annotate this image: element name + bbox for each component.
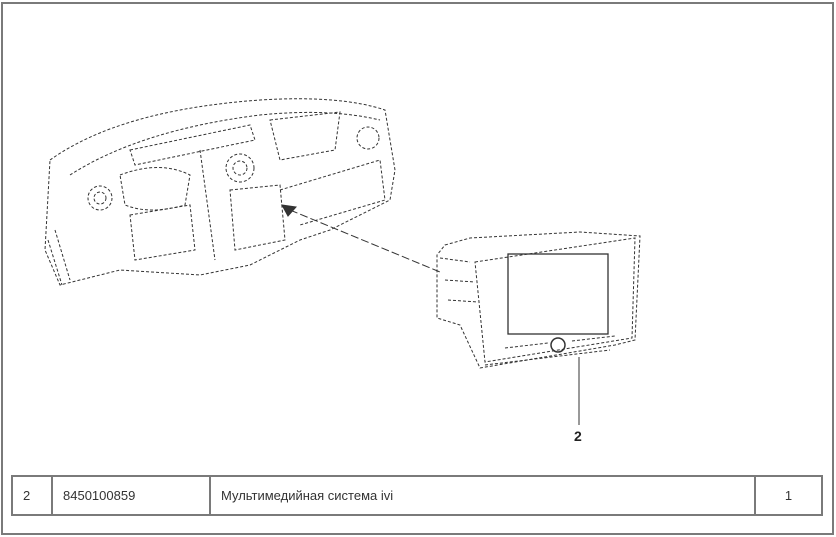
position-cell: 2 <box>11 475 53 516</box>
table-row[interactable]: 2 8450100859 Мультимедийная система ivi … <box>11 475 823 516</box>
parts-table: 2 8450100859 Мультимедийная система ivi … <box>11 475 823 516</box>
multimedia-unit-drawing <box>436 231 641 369</box>
exploded-view-illustration <box>44 98 641 425</box>
quantity-cell: 1 <box>754 475 823 516</box>
part-number-cell: 8450100859 <box>51 475 211 516</box>
dashboard-drawing <box>44 98 396 286</box>
callout-label-2: 2 <box>574 428 582 444</box>
description-cell: Мультимедийная система ivi <box>209 475 756 516</box>
installation-arrow <box>289 209 441 273</box>
